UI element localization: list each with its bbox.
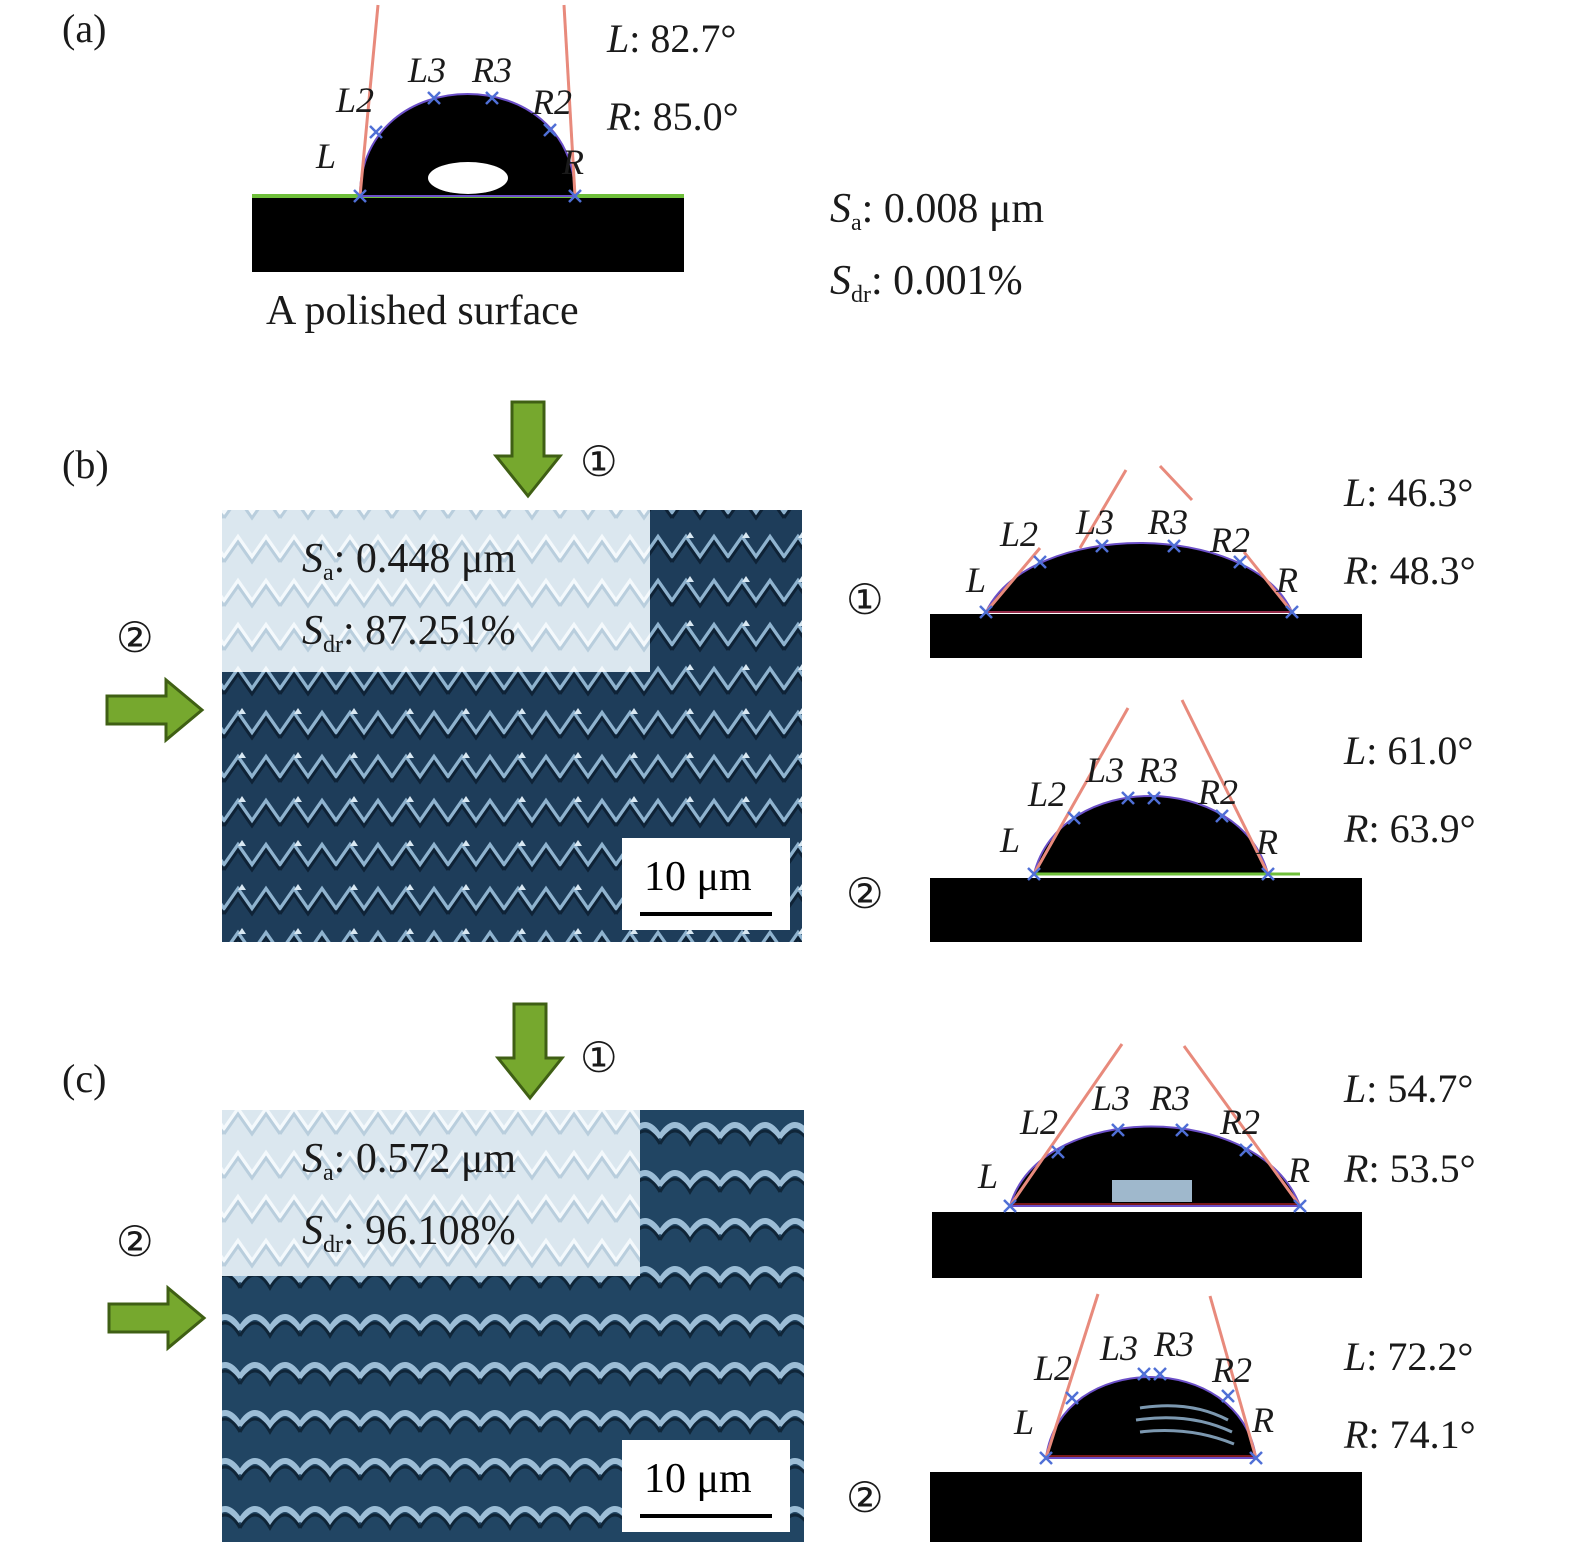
panel-b-drop2-tangent-left [1032,707,1130,875]
panel-a-tangent-left [358,4,380,197]
panel-c-drop1-reflection [1112,1180,1192,1202]
pt-b1-R3: R3 [1147,502,1188,542]
panel-a-Sdr: Sdr: 0.001% [830,258,1023,308]
pt-b1-R: R [1275,560,1298,600]
panel-b-right-arrow [105,676,205,744]
panel-c-drop2-angle-R: R: 74.1° [1343,1412,1476,1457]
panel-c-drop1-substrate [932,1212,1362,1278]
panel-b-drop2-substrate [930,878,1362,942]
panel-c-drop2-tag: ② [846,1476,884,1522]
panel-c-down-arrow-tag: ① [580,1036,618,1082]
panel-b-drop2-angle-R: R: 63.9° [1343,806,1476,851]
pt-b2-R: R [1255,822,1278,862]
pt-c2-R3: R3 [1153,1324,1194,1364]
pt-a-L2: L2 [335,80,374,120]
panel-b-drop2-tangent-right [1180,699,1270,875]
pt-b1-L2: L2 [999,514,1038,554]
panel-c-drop1-angle-L: L: 54.7° [1343,1066,1473,1111]
pt-b2-L3: L3 [1085,750,1124,790]
pt-c2-L: L [1013,1402,1034,1442]
panel-b-drop1-substrate [930,614,1362,658]
pt-c2-L2: L2 [1033,1348,1072,1388]
panel-a-caption: A polished surface [266,288,579,334]
panel-a-Sa: Sa: 0.008 μm [830,186,1044,236]
panel-c-drop2-tangent-left [1044,1293,1100,1459]
pt-a-R: R [561,142,584,182]
pt-c1-R2: R2 [1219,1102,1260,1142]
panel-c-scale-label: 10 μm [644,1456,752,1502]
panel-c-drop1-droplet [1008,1125,1302,1207]
panel-b-Sdr: Sdr: 87.251% [302,608,516,658]
pt-a-L3: L3 [407,50,446,90]
panel-c-Sa: Sa: 0.572 μm [302,1136,516,1186]
panel-b-drop1-angle-L: L: 46.3° [1343,470,1473,515]
panel-b-drop1-tangent-right-low [1242,551,1294,613]
pt-a-L: L [315,136,336,176]
pt-b1-L3: L3 [1075,502,1114,542]
panel-b: (b) ① ② Sa: 0.448 μm Sdr: 87.251% 10 μm … [62,400,1476,942]
panel-b-drop1-markers [979,539,1299,619]
panel-b-drop2-tag: ② [846,872,884,918]
pt-c1-R: R [1287,1150,1310,1190]
panel-b-drop1-tangent-left [1078,469,1128,549]
panel-b-down-arrow [492,400,564,499]
panel-b-drop1-tag: ① [846,578,884,624]
panel-c-drop2-reflection [1135,1404,1235,1446]
pt-b2-R2: R2 [1197,772,1238,812]
panel-b-drop1-angle-R: R: 48.3° [1343,548,1476,593]
pt-a-R3: R3 [471,50,512,90]
panel-c-drop1-angle-R: R: 53.5° [1343,1146,1476,1191]
panel-a: (a) L L2 L3 R3 R2 R L: 82.7° R: 85.0° Sa… [62,4,1044,334]
panel-b-label: (b) [62,442,109,487]
panel-a-droplet-reflection [428,162,508,194]
panel-b-sem-light-region [222,510,650,672]
pt-c2-L3: L3 [1099,1328,1138,1368]
pt-c1-L3: L3 [1091,1078,1130,1118]
panel-c-drop2-markers [1039,1367,1263,1465]
panel-a-droplet [358,93,577,197]
panel-c-drop1-markers [1003,1123,1307,1213]
panel-c-drop2-substrate [930,1472,1362,1542]
panel-b-drop2-angle-L: L: 61.0° [1343,728,1473,773]
pt-b1-L: L [965,560,986,600]
pt-b2-L2: L2 [1027,774,1066,814]
pt-b2-R3: R3 [1137,750,1178,790]
panel-b-scale-label: 10 μm [644,854,752,900]
panel-c-Sdr: Sdr: 96.108% [302,1208,516,1258]
panel-c-drop1-tangent-left [1008,1043,1124,1207]
panel-b-drop1-tangent-left-low [984,547,1042,613]
panel-c-drop2-tangent-right [1208,1295,1258,1459]
panel-a-tangent-right [562,4,577,197]
panel-b-drop2-markers [1027,791,1275,881]
pt-c2-R2: R2 [1211,1350,1252,1390]
panel-a-substrate [252,197,684,272]
panel-c-down-arrow [494,1002,566,1101]
panel-c-label: (c) [62,1056,106,1101]
pt-b2-L: L [999,820,1020,860]
panel-a-label: (a) [62,6,106,51]
pt-c1-L: L [977,1156,998,1196]
panel-c-drop1-tangent-right [1182,1045,1302,1207]
panel-a-angle-R: R: 85.0° [606,94,739,139]
pt-c1-L2: L2 [1019,1102,1058,1142]
panel-b-right-arrow-tag: ② [116,616,154,662]
panel-a-angle-L: L: 82.7° [606,16,736,61]
pt-c2-R: R [1251,1400,1274,1440]
pt-b1-R2: R2 [1209,520,1250,560]
panel-b-Sa: Sa: 0.448 μm [302,536,516,586]
panel-b-down-arrow-tag: ① [580,440,618,486]
panel-a-markers [353,91,582,203]
panel-c-right-arrow [107,1284,207,1352]
panel-c: (c) ① ② Sa: 0.572 μm Sdr: 96.108% 10 μm … [62,1002,1476,1542]
panel-c-right-arrow-tag: ② [116,1220,154,1266]
panel-c-drop2-angle-L: L: 72.2° [1343,1334,1473,1379]
pt-a-R2: R2 [531,82,572,122]
panel-b-drop1-tangent-right [1158,464,1194,502]
pt-c1-R3: R3 [1149,1078,1190,1118]
panel-c-sem-light-region [222,1110,640,1276]
